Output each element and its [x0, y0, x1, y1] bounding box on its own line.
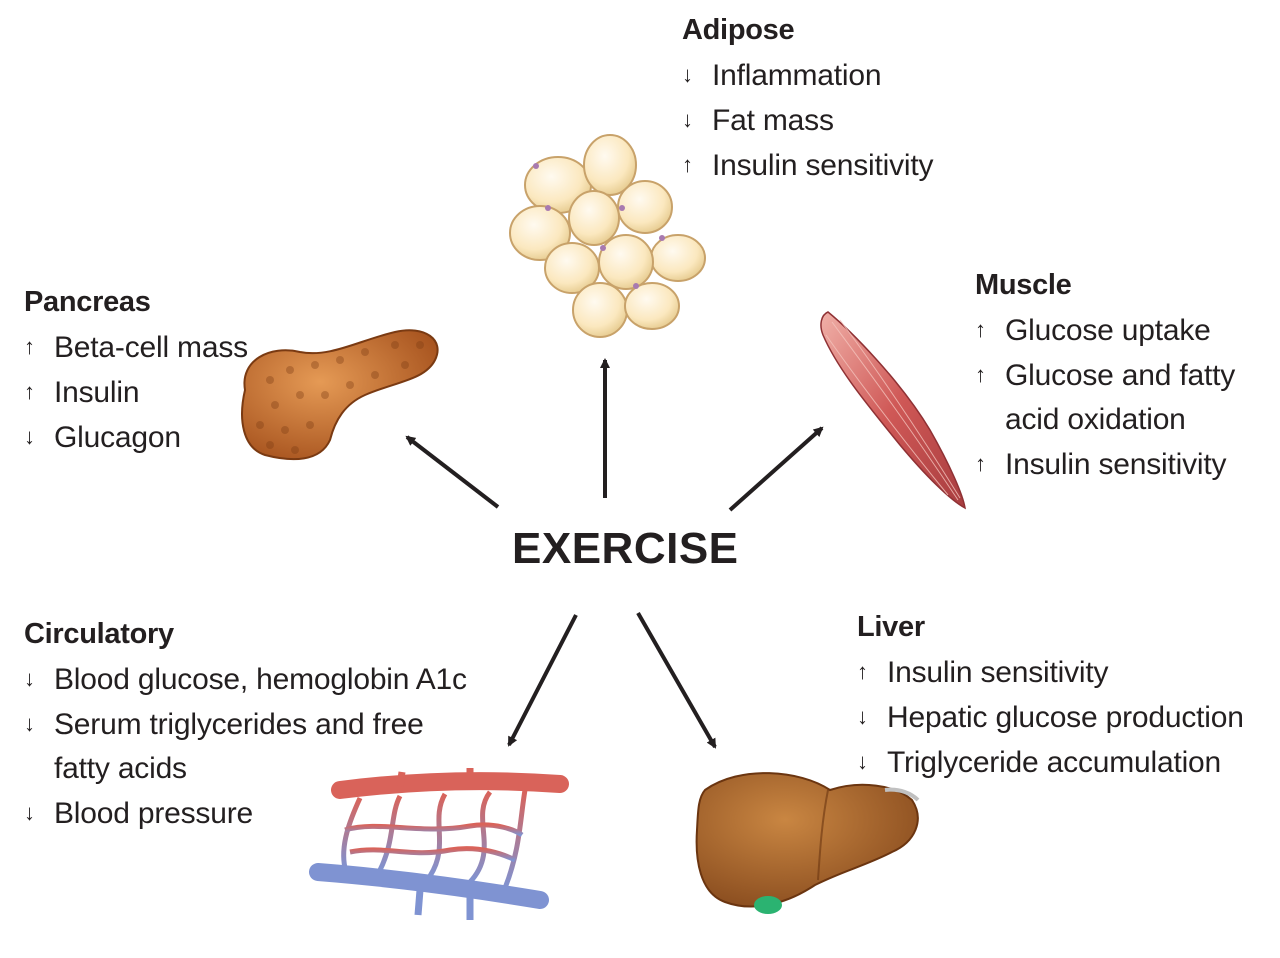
adipose-effect: ↓Inflammation: [682, 53, 933, 98]
arrow-to-circulatory: [507, 614, 578, 747]
pancreas-effect: ↑Beta-cell mass: [24, 325, 248, 370]
pancreas-effect: ↑Insulin: [24, 370, 248, 415]
liver-title: Liver: [857, 611, 925, 643]
arrows: [405, 358, 824, 749]
circulatory-effect: ↓Serum triglycerides and free: [24, 702, 467, 747]
muscle-effect: ↑Glucose and fatty: [975, 353, 1235, 398]
arrow-down-icon: ↓: [857, 749, 868, 774]
liver-block: Liver ↑Insulin sensitivity ↓Hepatic gluc…: [857, 610, 1244, 785]
pancreas-block: Pancreas ↑Beta-cell mass ↑Insulin ↓Gluca…: [24, 285, 248, 460]
muscle-effect: ↑Glucose uptake: [975, 308, 1235, 353]
arrow-up-icon: ↑: [857, 659, 868, 684]
arrow-down-icon: ↓: [24, 666, 35, 691]
arrow-down-icon: ↓: [24, 711, 35, 736]
circulatory-title: Circulatory: [24, 618, 174, 650]
circulatory-effect: ↓Blood pressure: [24, 791, 467, 836]
circulatory-effect: ↓Blood glucose, hemoglobin A1c: [24, 657, 467, 702]
exercise-center-label: EXERCISE: [512, 524, 739, 573]
liver-illustration: [695, 772, 920, 914]
muscle-effect: ↑Insulin sensitivity: [975, 442, 1235, 487]
circulatory-effect-continuation: fatty acids: [54, 752, 187, 785]
arrow-to-pancreas: [405, 435, 500, 509]
muscle-illustration: [820, 311, 966, 510]
pancreas-title: Pancreas: [24, 286, 151, 318]
arrow-down-icon: ↓: [857, 704, 868, 729]
muscle-effect-continuation: acid oxidation: [1005, 403, 1186, 436]
arrow-up-icon: ↑: [24, 334, 35, 359]
pancreas-effect: ↓Glucagon: [24, 415, 248, 460]
arrow-down-icon: ↓: [682, 62, 693, 87]
adipose-effect: ↓Fat mass: [682, 98, 933, 143]
adipose-block: Adipose ↓Inflammation ↓Fat mass ↑Insulin…: [682, 13, 933, 188]
arrow-up-icon: ↑: [682, 152, 693, 177]
arrow-up-icon: ↑: [975, 362, 986, 387]
adipose-effect: ↑Insulin sensitivity: [682, 143, 933, 188]
arrow-down-icon: ↓: [24, 800, 35, 825]
arrow-up-icon: ↑: [975, 451, 986, 476]
circulatory-block: Circulatory ↓Blood glucose, hemoglobin A…: [24, 617, 467, 836]
liver-effect: ↓Triglyceride accumulation: [857, 740, 1244, 785]
liver-effect: ↑Insulin sensitivity: [857, 650, 1244, 695]
muscle-block: Muscle ↑Glucose uptake ↑Glucose and fatt…: [975, 268, 1235, 487]
arrow-down-icon: ↓: [24, 424, 35, 449]
muscle-title: Muscle: [975, 269, 1072, 301]
arrow-up-icon: ↑: [24, 379, 35, 404]
arrow-to-muscle: [728, 426, 824, 512]
arrow-up-icon: ↑: [975, 317, 986, 342]
arrow-down-icon: ↓: [682, 107, 693, 132]
circulatory-illustration: [309, 768, 569, 920]
adipose-illustration: [509, 134, 706, 338]
arrow-to-liver: [636, 612, 717, 749]
adipose-title: Adipose: [682, 14, 795, 46]
liver-effect: ↓Hepatic glucose production: [857, 695, 1244, 740]
pancreas-illustration: [241, 329, 439, 461]
